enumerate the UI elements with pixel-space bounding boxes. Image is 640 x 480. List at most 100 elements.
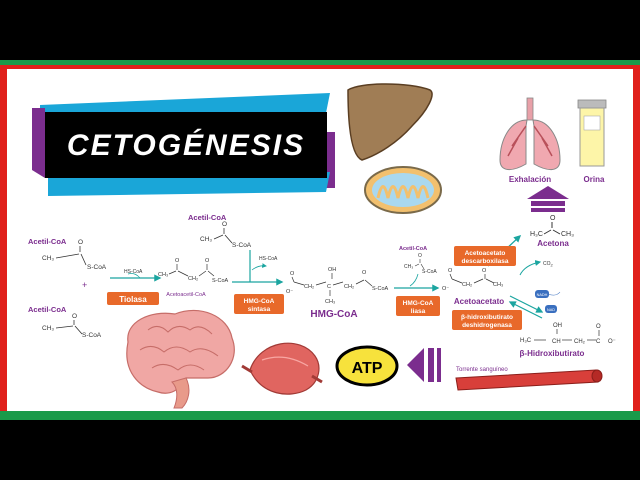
svg-text:CH₃: CH₃ (42, 325, 54, 332)
exhalation-label: Exhalación (509, 175, 551, 184)
acetoacetyl-coa-structure: O O CH₃ CH₂ S-CoA (158, 258, 229, 284)
svg-text:O: O (418, 253, 422, 259)
dehydrogenase-badge (452, 310, 522, 330)
svg-text:O: O (596, 324, 601, 330)
top-red-stripe (0, 65, 640, 69)
diagram-frame: CETOGÉNESIS Exhalación Orina (0, 60, 640, 420)
beta-hydroxybutyrate-label: β-Hidroxibutirato (520, 349, 585, 358)
hmg-synthase-label-2: sintasa (248, 306, 271, 313)
acetoacetate-label: Acetoacetato (454, 297, 504, 306)
svg-text:H₃C: H₃C (520, 338, 532, 344)
diagram-canvas: CETOGÉNESIS Exhalación Orina (28, 83, 616, 409)
hmg-lyase-badge (396, 296, 440, 316)
svg-text:O: O (290, 271, 295, 277)
svg-text:CH₃: CH₃ (493, 282, 503, 288)
banner-black-box (45, 112, 327, 178)
bottom-green-stripe (0, 411, 640, 420)
acetyl-coa-label-2: Acetil-CoA (28, 305, 67, 314)
acetyl-coa-label-4: Acetil-CoA (399, 246, 427, 252)
svg-text:O: O (222, 221, 227, 228)
svg-text:CH₃: CH₃ (404, 264, 413, 270)
svg-text:CH₃: CH₃ (158, 272, 168, 278)
svg-text:CH₃: CH₃ (561, 231, 574, 238)
nad-label: NAD (547, 308, 555, 312)
svg-text:O⁻: O⁻ (286, 289, 293, 295)
svg-text:S-CoA: S-CoA (422, 269, 437, 275)
dehydrogenase-reverse-arrow (508, 301, 543, 319)
svg-text:H₃C: H₃C (530, 231, 543, 238)
svg-text:S-CoA: S-CoA (87, 264, 107, 271)
atp-label: ATP (352, 360, 383, 377)
acetyl-coa-structure-3: O CH₃ S-CoA (200, 221, 252, 249)
decarboxylase-label-1: Acetoacetato (465, 250, 506, 257)
acetyl-coa-label-1: Acetil-CoA (28, 237, 67, 246)
lungs-icon (499, 97, 561, 170)
svg-text:S-CoA: S-CoA (82, 332, 102, 339)
svg-text:CH₃: CH₃ (200, 236, 212, 243)
bloodstream-label: Torrente sanguíneo (456, 367, 508, 373)
top-green-stripe (0, 60, 640, 65)
urine-container-icon (577, 99, 607, 167)
atp-icon: ATP (335, 345, 399, 387)
hmg-synthase-badge (234, 294, 284, 314)
brain-icon (126, 309, 235, 409)
svg-text:S-CoA: S-CoA (212, 278, 229, 284)
acetyl-coa-structure-2: O CH₃ S-CoA (42, 313, 102, 339)
hmg-lyase-label-1: HMG-CoA (403, 300, 434, 307)
muscle-icon (241, 342, 323, 395)
left-arrow-icon (407, 348, 441, 382)
svg-text:CH₂: CH₂ (188, 276, 198, 282)
banner-purple-left (32, 108, 45, 178)
nadh-badge (535, 290, 549, 298)
hmg-coa-label: HMG-CoA (310, 309, 357, 320)
svg-text:O: O (72, 313, 77, 320)
hmg-lyase-label-2: liasa (411, 308, 426, 315)
decarboxylase-label-2: descarboxilasa (462, 258, 509, 265)
title-banner: CETOGÉNESIS (32, 93, 335, 196)
thiolase-label: Tiolasa (119, 295, 147, 304)
acetyl-coa-structure-4: O CH₃ S-CoA (404, 253, 437, 275)
dehydrogenase-label-1: β-hidroxibutirato (461, 314, 513, 321)
blood-vessel-icon (455, 369, 603, 391)
co2-arrow (519, 260, 542, 276)
svg-text:O⁻: O⁻ (442, 286, 449, 292)
svg-text:CH: CH (552, 339, 561, 345)
svg-text:O: O (550, 215, 556, 222)
thiolase-badge (107, 292, 159, 305)
svg-text:S-CoA: S-CoA (372, 286, 389, 292)
acetoacetate-structure: O O⁻ CH₂ O CH₃ (442, 268, 503, 292)
hmg-synthase-label-1: HMG-CoA (244, 298, 275, 305)
svg-text:CH₂: CH₂ (574, 339, 586, 345)
acetone-label: Acetona (537, 239, 569, 248)
svg-text:O: O (482, 268, 487, 274)
acetoacetyl-coa-label: Acetoacetil-CoA (166, 292, 206, 298)
hmg-coa-structure: OH O O⁻ CH₂ C CH₂ O S-CoA CH₃ (286, 267, 389, 305)
svg-text:OH: OH (553, 323, 562, 329)
beta-hydroxybutyrate-structure: OH H₃C CH CH₂ C O O⁻ (520, 323, 616, 345)
svg-text:C: C (596, 339, 601, 345)
liver-icon (347, 83, 433, 161)
svg-text:O: O (362, 270, 367, 276)
svg-text:O: O (175, 258, 180, 264)
svg-text:O: O (205, 258, 210, 264)
hs-coa-label-1: HS-CoA (124, 269, 143, 275)
svg-text:CH₂: CH₂ (462, 282, 472, 288)
svg-text:O⁻: O⁻ (608, 339, 616, 345)
hs-coa-label-2: HS-CoA (259, 256, 278, 262)
svg-text:O: O (78, 239, 83, 246)
svg-text:C: C (327, 284, 331, 290)
right-red-border (633, 65, 640, 411)
decarboxylase-badge (454, 246, 516, 266)
acetyl-coa-label-3: Acetil-CoA (188, 213, 227, 222)
svg-text:O: O (448, 268, 453, 274)
svg-text:CH₂: CH₂ (344, 284, 354, 290)
svg-text:CH₂: CH₂ (304, 284, 314, 290)
svg-text:S-CoA: S-CoA (232, 242, 252, 249)
plus-sign: + (82, 280, 87, 290)
svg-text:CH₃: CH₃ (42, 255, 54, 262)
acetyl-coa-structure-1: O CH₃ S-CoA (42, 239, 107, 271)
left-red-border (0, 65, 7, 411)
co2-label: CO2 (543, 261, 554, 268)
mitochondrion-icon (364, 166, 442, 214)
page-title: CETOGÉNESIS (67, 128, 305, 162)
